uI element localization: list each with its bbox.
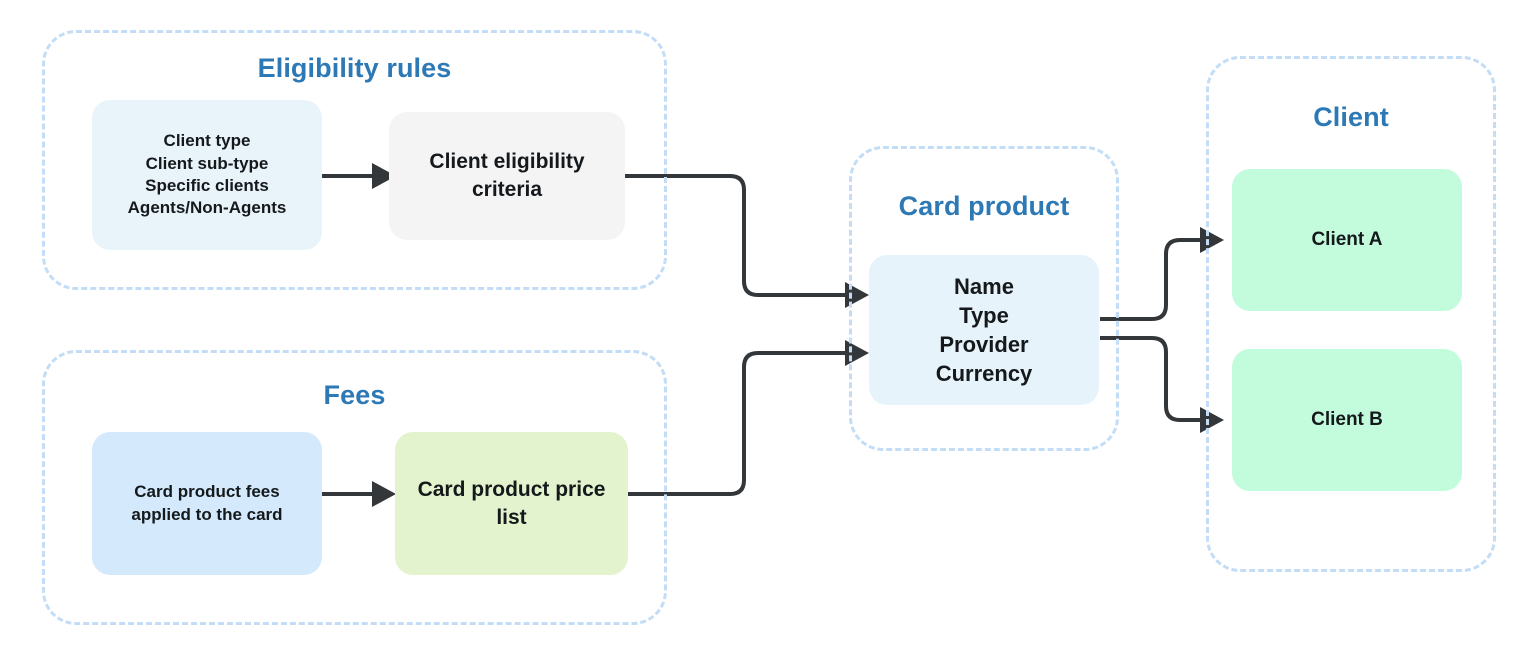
card-product-attribute-name: Name [954,273,1014,299]
card-product-attribute-provider: Provider [939,332,1029,357]
criteria-input-line-3: Specific clients [145,176,269,195]
group-fees: Fees [42,350,667,625]
criteria-input-line-4: Agents/Non-Agents [127,198,287,218]
node-card-product-price-list[interactable]: Card product price list [395,432,628,575]
card-product-attribute-currency: Currency [935,361,1033,387]
node-card-product-attributes[interactable]: Name Type Provider Currency [869,255,1099,405]
card-product-attribute-type: Type [959,302,1009,328]
group-title-eligibility-rules: Eligibility rules [257,53,452,83]
node-client-a[interactable]: Client A [1232,169,1462,311]
group-title-card-product: Card product [898,191,1070,221]
card-product-price-list-line-2: list [496,505,527,529]
group-title-fees: Fees [323,380,386,410]
client-a-label: Client A [1311,229,1383,251]
group-title-client: Client [1313,102,1389,132]
group-card-product: Card product [849,146,1119,451]
node-client-b[interactable]: Client B [1232,349,1462,491]
group-eligibility-rules: Eligibility rules [42,30,667,290]
node-criteria-inputs[interactable]: Client type Client sub-type Specific cli… [92,100,322,250]
card-product-fees-line-1: Card product fees [134,482,280,502]
group-client: Client [1206,56,1496,572]
criteria-input-line-2: Client sub-type [145,153,269,173]
criteria-input-line-1: Client type [163,131,251,151]
card-product-fees-line-2: applied to the card [131,504,283,524]
card-product-price-list-line-1: Card product price [417,477,606,501]
node-client-eligibility-criteria[interactable]: Client eligibility criteria [389,112,625,240]
client-b-label: Client B [1311,409,1383,431]
node-card-product-fees[interactable]: Card product fees applied to the card [92,432,322,575]
client-eligibility-criteria-line-1: Client eligibility [429,150,585,174]
client-eligibility-criteria-line-2: criteria [471,178,543,201]
